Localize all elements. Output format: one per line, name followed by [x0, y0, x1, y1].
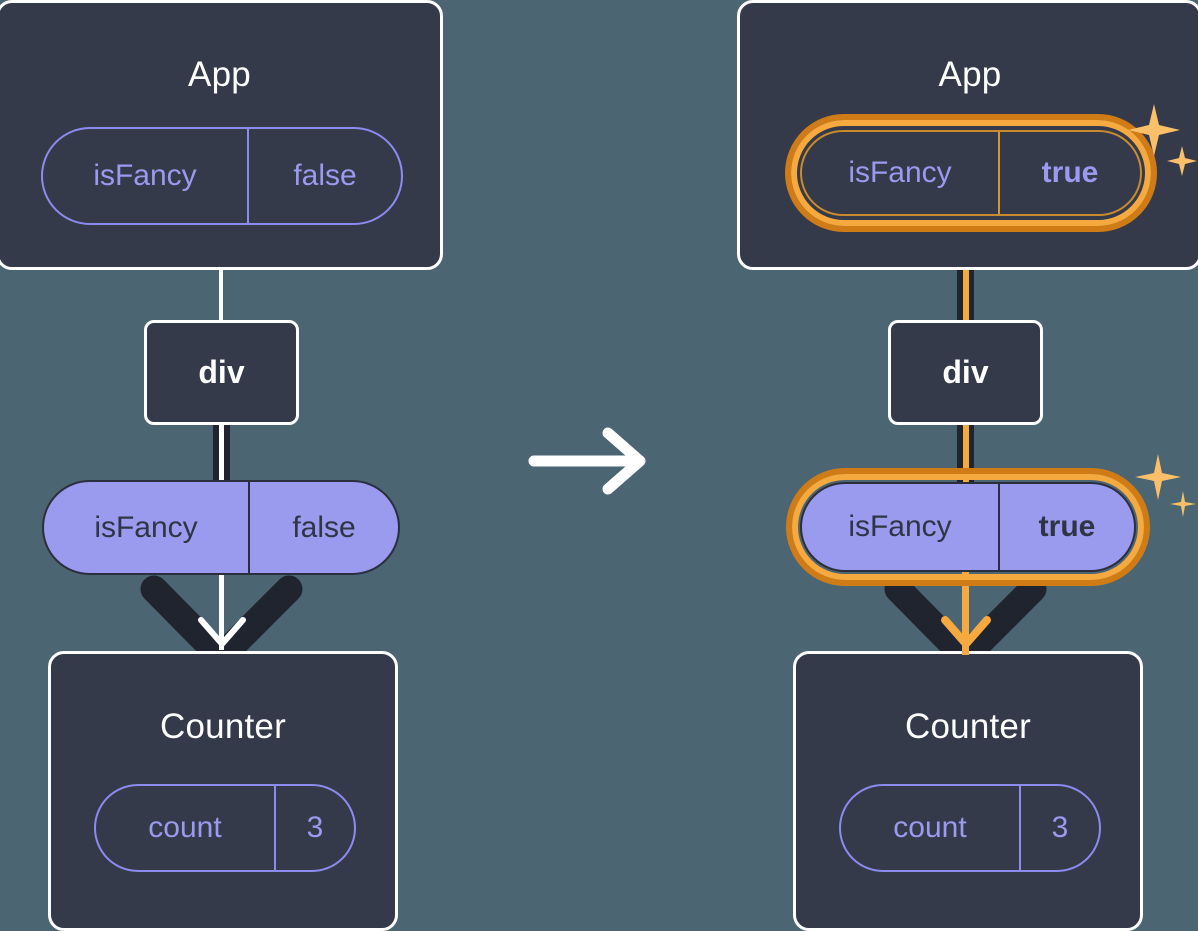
props-pill-key-right: isFancy — [848, 510, 952, 543]
props-pill-key-left: isFancy — [94, 510, 198, 544]
counter-title-left: Counter — [160, 707, 286, 746]
props-pill-value-left: false — [248, 482, 398, 573]
wire-props-to-counter-right — [962, 560, 969, 655]
arrow-right-icon — [528, 427, 646, 495]
app-state-pill-value-left: false — [247, 129, 401, 223]
app-title-left: App — [188, 55, 251, 94]
counter-state-pill-key-right: count — [893, 811, 967, 844]
div-box-label-left: div — [198, 354, 245, 390]
sparkles-icon-props-right — [1135, 454, 1196, 517]
counter-state-pill-key-left: count — [148, 811, 222, 844]
counter-state-pill-right: count 3 — [839, 784, 1101, 872]
app-title-right: App — [938, 55, 1002, 94]
wire-app-to-div-highlight-right — [963, 215, 969, 335]
props-pill-highlight-ring-right — [786, 468, 1150, 586]
app-state-pill-key-left: isFancy — [93, 159, 197, 192]
app-state-pill-value-right: true — [998, 132, 1140, 214]
wire-props-to-counter-left — [219, 560, 224, 650]
div-box-label-right: div — [942, 354, 989, 390]
counter-state-pill-left: count 3 — [94, 784, 356, 872]
app-state-pill-highlight-ring-right — [785, 114, 1157, 232]
props-pill-right: isFancy true — [800, 482, 1136, 572]
props-arrowhead-left — [198, 617, 246, 647]
counter-box-right: Counter count 3 — [793, 651, 1143, 931]
counter-title-right: Counter — [905, 707, 1031, 746]
app-state-pill-right: isFancy true — [800, 130, 1142, 216]
app-state-pill-left: isFancy false — [41, 127, 403, 225]
app-state-pill-key-right: isFancy — [848, 156, 952, 189]
counter-box-left: Counter count 3 — [48, 651, 398, 931]
counter-state-pill-value-left: 3 — [274, 786, 354, 870]
app-box-left: App isFancy false — [0, 0, 443, 270]
div-box-left: div — [144, 320, 299, 425]
counter-state-pill-value-right: 3 — [1019, 786, 1099, 870]
props-pill-value-right: true — [998, 484, 1134, 570]
div-box-right: div — [888, 320, 1043, 425]
props-arrowhead-right — [941, 616, 991, 648]
wire-app-to-div-left — [219, 255, 223, 325]
props-pill-left: isFancy false — [42, 480, 400, 575]
sparkles-icon-app-right — [1128, 104, 1197, 176]
